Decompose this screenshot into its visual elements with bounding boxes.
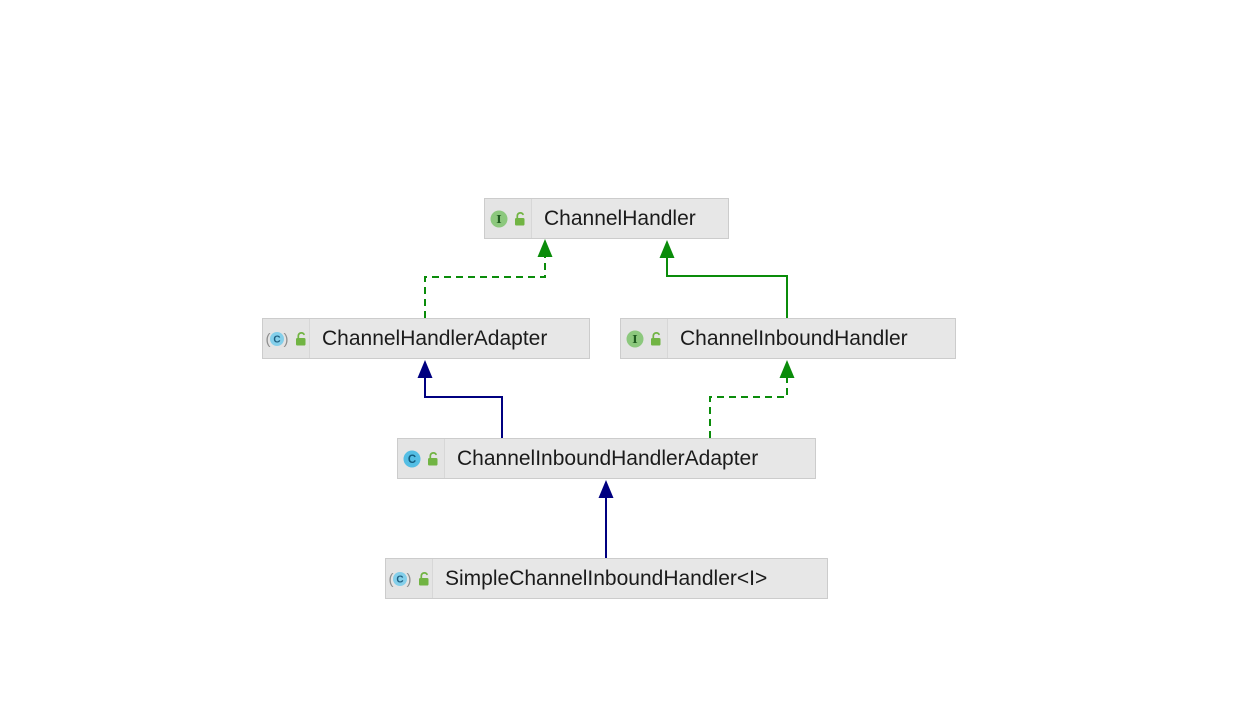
interface-icon: I (490, 210, 507, 227)
public-open-lock-icon (514, 211, 524, 225)
svg-text:I: I (632, 332, 637, 346)
node-icon-area: I (485, 199, 532, 238)
public-open-lock-icon (650, 331, 660, 345)
public-open-lock-icon (418, 571, 428, 585)
edge-line (666, 256, 788, 318)
interface-icon: I (626, 330, 643, 347)
node-icon-area: C (398, 439, 445, 478)
edge-channelinboundhandleradapter-implements-channelinboundhandler[interactable] (709, 360, 795, 438)
node-channelinboundhandler[interactable]: I ChannelInboundHandler (620, 318, 956, 359)
node-channelhandleradapter[interactable]: ( ) C ChannelHandlerAdapter (262, 318, 590, 359)
edge-line (424, 255, 546, 318)
edge-line (424, 376, 503, 438)
node-channelinboundhandleradapter[interactable]: C ChannelInboundHandlerAdapter (397, 438, 816, 479)
node-simplechannelinboundhandler[interactable]: ( ) C SimpleChannelInboundHandler<I> (385, 558, 828, 599)
node-channelhandler[interactable]: I ChannelHandler (484, 198, 729, 239)
inheritance-arrowhead (537, 239, 553, 257)
edge-channelinboundhandler-extends-channelhandler[interactable] (659, 240, 788, 318)
inheritance-arrowhead (417, 360, 433, 378)
public-open-lock-icon (427, 451, 437, 465)
abstract-class-icon: ( ) C (265, 330, 288, 347)
svg-text:I: I (496, 212, 501, 226)
svg-text:): ) (283, 330, 288, 347)
class-icon: C (403, 450, 420, 467)
node-label: ChannelInboundHandler (680, 326, 908, 350)
node-label: ChannelHandler (544, 206, 696, 230)
svg-text:): ) (406, 570, 411, 587)
node-icon-area: ( ) C (386, 559, 433, 598)
edge-channelinboundhandleradapter-extends-channelhandleradapter[interactable] (417, 360, 503, 438)
svg-text:C: C (407, 454, 415, 466)
svg-text:(: ( (265, 330, 270, 347)
inheritance-arrowhead (598, 480, 614, 498)
node-label: ChannelInboundHandlerAdapter (457, 446, 759, 470)
inheritance-arrowhead (659, 240, 675, 258)
node-icon-area: I (621, 319, 668, 358)
public-open-lock-icon (295, 331, 305, 345)
node-label: ChannelHandlerAdapter (322, 326, 548, 350)
svg-text:(: ( (388, 570, 393, 587)
svg-text:C: C (273, 334, 280, 345)
edge-line (709, 376, 788, 438)
abstract-class-icon: ( ) C (388, 570, 411, 587)
edge-channelhandleradapter-implements-channelhandler[interactable] (424, 239, 553, 318)
inheritance-arrowhead (779, 360, 795, 378)
edge-simplechannelinboundhandler-extends-channelinboundhandleradapter[interactable] (598, 480, 614, 558)
node-icon-area: ( ) C (263, 319, 310, 358)
node-label: SimpleChannelInboundHandler<I> (445, 566, 768, 590)
svg-text:C: C (396, 574, 403, 585)
